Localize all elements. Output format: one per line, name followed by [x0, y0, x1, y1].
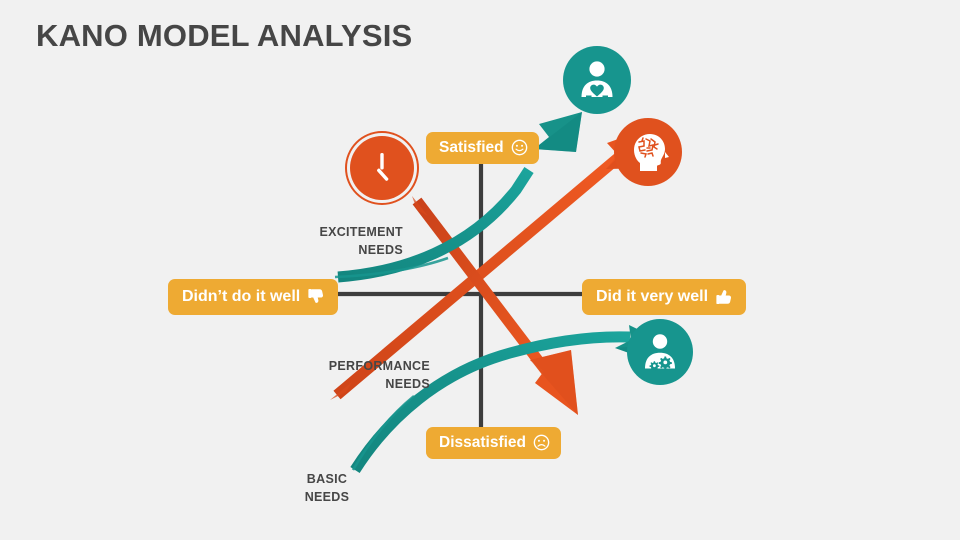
badge-label: Satisfied [439, 138, 504, 156]
label-line-2: NEEDS [304, 489, 350, 504]
badge-label: Did it very well [596, 287, 709, 305]
thumbs-down-icon [307, 287, 326, 306]
label-excitement-needs: EXCITEMENT NEEDS [245, 224, 403, 260]
smiley-face-icon [511, 139, 528, 156]
label-line-2: NEEDS [358, 242, 403, 257]
label-performance-needs: PERFORMANCE NEEDS [272, 358, 430, 394]
label-line-1: PERFORMANCE [328, 359, 430, 373]
head-with-brain-icon [614, 118, 682, 186]
performance-needs-descending-line [412, 196, 578, 415]
person-with-gears-icon [627, 319, 693, 385]
person-with-heart-icon [563, 46, 631, 114]
label-line-1: EXCITEMENT [319, 225, 403, 239]
axis-label-did-it-very-well: Did it very well [582, 279, 747, 315]
frowning-face-icon [533, 434, 550, 451]
label-line-1: BASIC [306, 472, 348, 486]
axis-label-satisfied: Satisfied [426, 132, 539, 164]
clock-icon [350, 136, 414, 200]
axis-label-dissatisfied: Dissatisfied [426, 427, 562, 459]
page-title: KANO MODEL ANALYSIS [36, 18, 413, 53]
label-basic-needs: BASIC NEEDS [278, 471, 376, 507]
axis-label-didnt-do-it-well: Didn’t do it well [168, 279, 339, 315]
thumbs-up-icon [715, 287, 734, 306]
badge-label: Dissatisfied [439, 433, 527, 451]
badge-label: Didn’t do it well [182, 287, 301, 305]
label-line-2: NEEDS [385, 376, 430, 391]
excitement-needs-curve [334, 112, 582, 283]
